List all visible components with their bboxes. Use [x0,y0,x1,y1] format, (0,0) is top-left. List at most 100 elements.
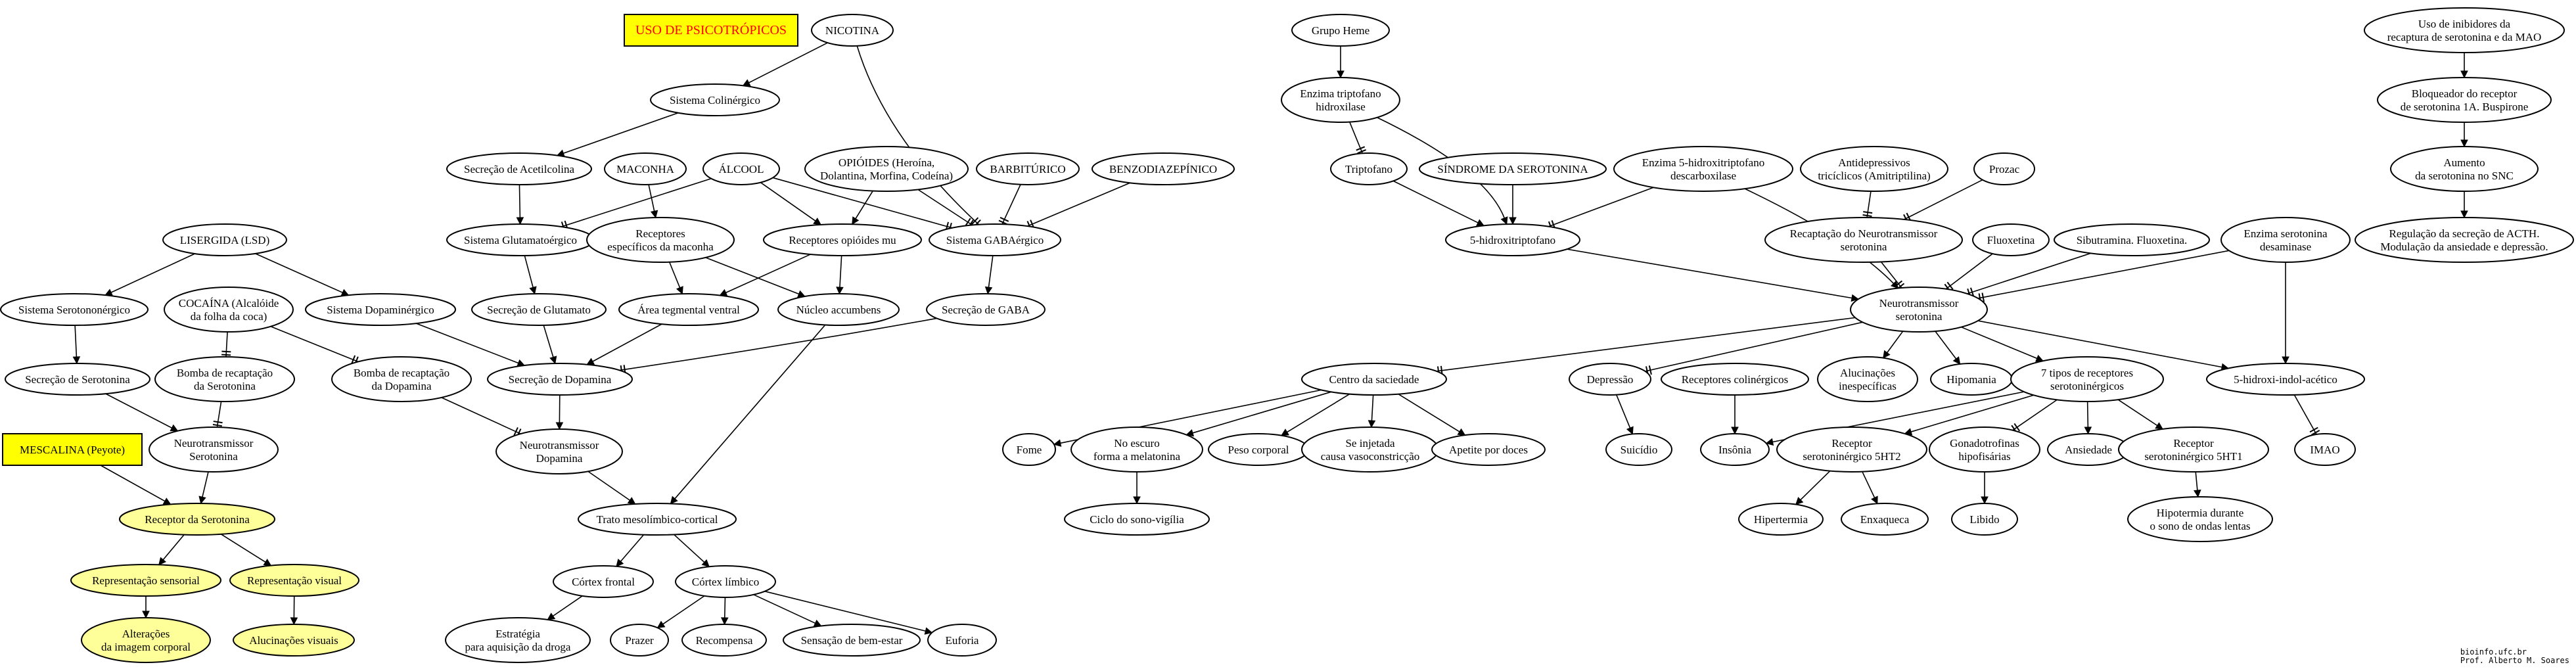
arrowhead-gabaergico-to-sec_gaba [984,286,993,295]
node-gabaergico: Sistema GABAérgico [929,223,1061,256]
inhibitor-bar-barbiturico-to-gabaergico-1 [1000,217,1009,222]
inhibitor-bar-bomba_dopamina-to-neuro_dopamina-1 [513,427,518,436]
inhibitor-bar-fluoxetina-to-neuro_serotonina-1 [1946,281,1954,290]
node-label-area-tegmental: Área tegmental ventral [637,304,740,316]
node-prozac: Prozac [1973,152,2035,185]
edge-cocaina-to-bomba_dopamina [270,326,353,360]
node-shape-mescalina [2,433,143,466]
node-label-rep-sensorial: Representação sensorial [92,574,200,587]
node-area-tegmental: Área tegmental ventral [618,293,759,326]
inhibitor-bar-enz_triptofano-to-triptofano-1 [1356,146,1366,151]
node-shape-uso-inibidores [2364,7,2565,53]
edge-barbiturico-to-gabaergico [1004,184,1021,219]
node-shape-apetite [1431,433,1546,466]
node-label-grupo-heme: Grupo Heme [1312,24,1369,37]
arrowhead-centro_saciedade-to-peso_corporal [1281,428,1290,436]
edge-centro_saciedade-to-apetite [1398,393,1460,432]
arrowhead-centro_saciedade-to-se_injetada [1368,420,1376,428]
node-shape-hipotermia [2127,496,2273,542]
node-label-uso-psico: USO DE PSICOTRÓPICOS [635,22,787,37]
edge-depressao-to-suicidio [1616,394,1631,428]
arrowhead-gonadotrofinas-to-libido [1981,496,1989,505]
node-label-hipomania: Hipomania [1946,373,1996,386]
edge-rec_5ht1-to-hipotermia [2195,471,2198,491]
node-label-rec-opioides: Receptores opióides mu [789,234,896,246]
node-shape-se-injetada [1301,427,1439,473]
node-shape-alteracoes [81,617,211,663]
arrowhead-enz_desaminase-to-hidroxi_indol [2282,356,2289,365]
node-nicotina: NICOTINA [811,14,894,47]
inhibitor-bar-neuro_serotonina-to-depressao-1 [1648,365,1652,375]
arrowhead-receptor_serotonina-to-rep_sensorial [158,557,167,566]
edge-cortex_limbico-to-prazer [662,595,705,625]
node-label-prozac: Prozac [1989,163,2020,175]
edge-neuro_serotonina-to-centro_saciedade [1442,317,1856,371]
arrowhead-neuro_dopamina-to-trato [627,497,636,505]
node-label-bem-estar: Sensação de bem-estar [801,634,903,647]
node-shape-enz-5htp [1613,146,1793,192]
node-cortex-frontal: Córtex frontal [553,565,654,598]
node-label-lsd: LISERGIDA (LSD) [180,234,269,246]
arrowhead-rep_visual-to-alucinacoes_visuais [290,617,298,626]
arrowhead-rec_5ht1-to-hipotermia [2194,490,2201,498]
node-label-benzo: BENZODIAZEPÍNICO [1109,163,1217,175]
arrowhead-cortex_limbico-to-euforia [924,627,933,635]
inhibitor-bar-recaptacao_sero-to-neuro_serotonina-1 [1894,280,1903,287]
node-benzo: BENZODIAZEPÍNICO [1092,152,1235,185]
edge-centro_saciedade-to-se_injetada [1371,394,1374,421]
arrowhead-serotoninergico-to-sec_serotonina [72,356,81,365]
node-sindrome: SÍNDROME DA SEROTONINA [1419,152,1607,185]
node-label-rep-visual: Representação visual [247,574,342,587]
edge-glutamatergico-to-sec_glutamato [524,255,534,288]
arrowhead-sec_dopamina-to-neuro_dopamina [555,422,564,430]
node-maconha: MACONHA [604,152,687,185]
node-sec-gaba: Secreção de GABA [926,293,1046,326]
edge-neuro_dopamina-to-trato [587,471,630,501]
edge-fluoxetina-to-neuro_serotonina [1950,253,1993,286]
arrowhead-opioides-to-rec_opioides [852,216,860,225]
edge-sec_glutamato-to-sec_dopamina [543,325,554,358]
node-shape-barbiturico [976,152,1080,185]
node-label-sibutramina: Sibutramina. Fluoxetina. [2077,234,2188,246]
node-trato: Trato mesolímbico-cortical [578,503,737,536]
node-label-ciclo-sono: Ciclo do sono-vigília [1090,513,1184,526]
node-shape-prozac [1973,152,2035,185]
node-fome: Fome [1002,433,1056,466]
arrowhead-uso_inibidores-to-bloqueador [2460,70,2468,79]
edge-sete_tipos-to-rec_5ht2 [1910,394,2035,432]
node-shape-suicidio [1605,433,1672,466]
node-shape-sec-dopamina [487,363,633,396]
edge-triptofano-to-hidroxitriptofano [1392,180,1479,223]
node-shape-maconha [604,152,687,185]
edge-neuro_serotonina-to-hidroxi_indol [1977,320,2222,368]
arrowhead-sec_acetilcolina-to-glutamatergico [516,217,524,225]
node-shape-neuro-serotonina [1850,287,1988,333]
arrowhead-receptor_serotonina-to-rep_visual [263,559,272,566]
node-label-receptor-serotonina: Receptor da Serotonina [145,513,250,526]
node-imao: IMAO [2294,433,2356,466]
edge-hidroxitriptofano-to-neuro_serotonina [1567,248,1852,299]
node-shape-imao [2294,433,2356,466]
edge-enz_5htp-to-hidroxitriptofano [1554,187,1654,225]
node-depressao: Depressão [1569,363,1651,396]
node-shape-sec-acetilcolina [446,152,592,185]
arrowhead-bloqueador-to-aumento [2460,139,2468,148]
inhibitor-bar-antidepressivos-to-recaptacao_sero-0 [1862,214,1872,218]
edge-sibutramina-to-neuro_serotonina [1973,252,2091,292]
node-serotoninergico: Sistema Serotononérgico [0,293,149,326]
inhibitor-bar-bomba_serotonina-to-neuro_serotonina_l-0 [212,424,222,427]
node-label-sec-gaba: Secreção de GABA [942,304,1030,316]
node-shape-hipertermia [1738,503,1824,536]
